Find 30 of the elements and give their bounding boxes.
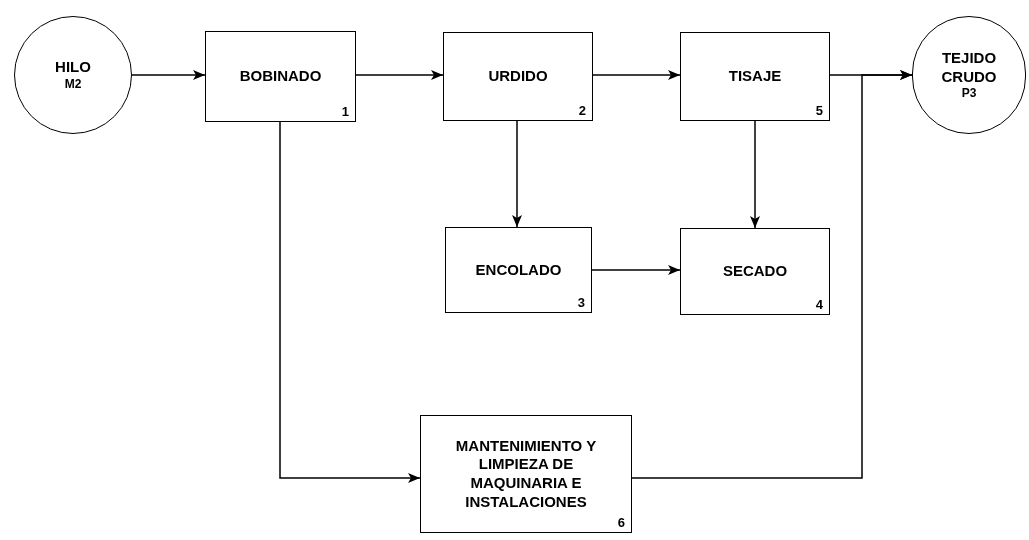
process-box [680,32,830,121]
process-box [205,31,356,122]
node-label: TEJIDO CRUDO [940,48,998,87]
arrow [131,70,206,80]
step-number: 3 [577,296,585,309]
arrow [591,265,681,275]
node-label: HILO [54,58,92,77]
arrow [512,120,522,228]
process-label: SECADO [721,262,789,281]
process-box [445,227,592,313]
process-box [680,228,830,315]
process-label: MANTENIMIENTO Y LIMPIEZA DE MAQUINARIA E INSTALACIONES [454,436,598,512]
step-number: 1 [341,105,349,118]
process-label: TISAJE [727,67,783,86]
node-code: M2 [64,76,82,92]
process-label: BOBINADO [238,67,323,86]
process-box [443,32,593,121]
step-number: 4 [815,298,823,311]
arrow [592,70,681,80]
process-label: ENCOLADO [474,260,563,280]
node-code: P3 [961,86,977,102]
process-box [420,415,632,533]
step-number: 6 [617,516,625,529]
arrow [279,121,421,483]
arrow [631,70,913,479]
arrow [355,70,444,80]
arrow [750,120,760,229]
step-number: 5 [815,104,823,117]
step-number: 2 [578,104,586,117]
process-label: URDIDO [487,67,549,86]
